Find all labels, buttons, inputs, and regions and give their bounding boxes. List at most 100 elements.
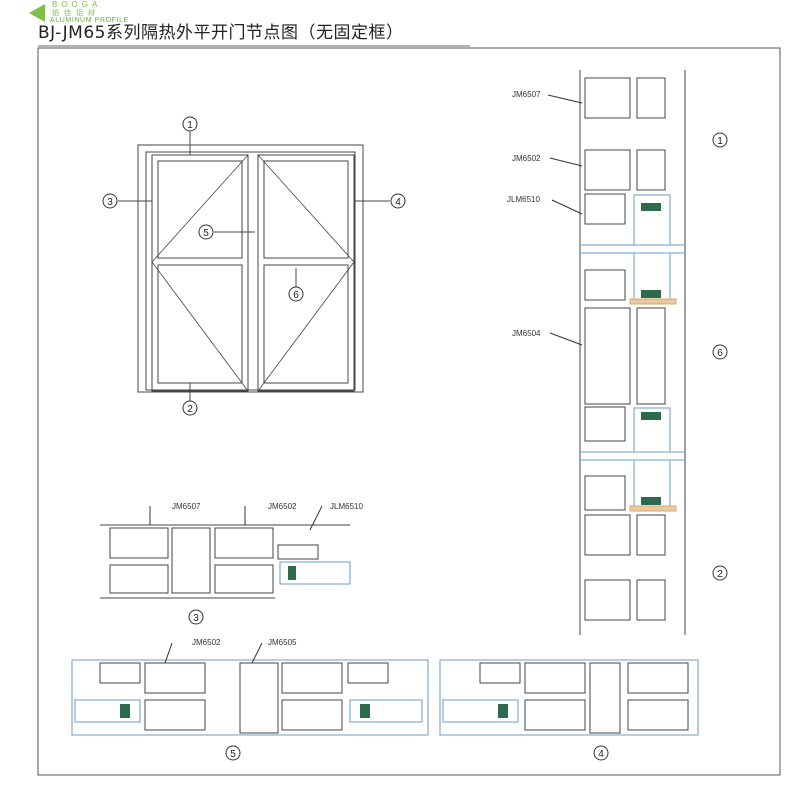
drawing-line [442, 699, 519, 723]
drawing-line [633, 459, 671, 509]
drawing-label: 4 [395, 197, 401, 208]
drawing-line [263, 264, 349, 384]
drawing-line [549, 332, 583, 346]
drawing-label: JM6502 [268, 502, 297, 511]
callout-circle [288, 286, 304, 302]
drawing-line [584, 406, 626, 442]
drawing-line [257, 154, 355, 392]
drawing-line [214, 564, 274, 594]
drawing-line [636, 579, 666, 621]
vertical-section [579, 70, 686, 635]
section-4 [439, 659, 699, 736]
drawing-line [99, 662, 141, 684]
logo-chinese: 铂佳铝材 [52, 9, 100, 17]
drawing-line [584, 307, 631, 405]
drawing-line [627, 662, 689, 694]
drawing-line [549, 157, 583, 167]
drawing-line [636, 514, 666, 556]
drawing-label: 6 [717, 348, 723, 359]
drawing-line [279, 561, 351, 585]
drawing-label: JM6502 [512, 154, 541, 163]
drawing-line [584, 579, 631, 621]
drawing-line [633, 407, 671, 453]
drawing-line [281, 699, 343, 731]
drawing-line [109, 564, 169, 594]
drawing-label: JM6502 [192, 638, 221, 647]
drawing-line [171, 527, 211, 594]
drawing-line [627, 699, 689, 731]
logo-subtitle: ALUMINUM PROFILE [50, 17, 129, 24]
sheet-border [37, 47, 781, 776]
drawing-label: 1 [717, 136, 723, 147]
drawing-line [551, 199, 583, 215]
drawing-line [584, 149, 631, 191]
drawing-line [144, 662, 206, 694]
callout-circle [712, 132, 728, 148]
drawing-line [151, 154, 249, 392]
drawing-line [281, 662, 343, 694]
drawing-line [288, 566, 296, 580]
drawing-line [251, 642, 263, 664]
drawing-line [524, 699, 586, 731]
drawing-line [439, 659, 699, 736]
booga-logo: BOOGA 铂佳铝材 ALUMINUM PROFILE [28, 1, 168, 25]
callout-circle [182, 116, 198, 132]
drawing-label: JM6507 [512, 90, 541, 99]
drawing-label: JLM6510 [507, 195, 540, 204]
callout-circle [593, 745, 609, 761]
section-3 [100, 505, 351, 599]
drawing-line [347, 662, 389, 684]
drawing-line [629, 298, 677, 305]
vertical-glass [629, 194, 677, 512]
drawing-label: 3 [107, 197, 113, 208]
drawing-line [584, 193, 626, 225]
drawing-line [629, 505, 677, 512]
vertical-labels: JM6507 JM6502 JLM6510 JM6504 1 6 2 [507, 90, 728, 581]
elevation-callouts: 1 2 3 4 5 6 [102, 116, 406, 416]
logo-mark-icon [29, 4, 45, 22]
door-elevation [118, 130, 390, 402]
drawing-line [239, 662, 279, 734]
drawing-line [498, 704, 508, 718]
drawing-label: 3 [193, 613, 199, 624]
drawing-line [636, 307, 666, 405]
drawing-line [277, 544, 319, 560]
drawing-line [636, 77, 666, 119]
drawing-line [636, 149, 666, 191]
drawing-line [641, 290, 661, 298]
callout-circle [188, 609, 204, 625]
callout-circle [712, 565, 728, 581]
drawing-line [584, 475, 626, 511]
logo-brand: BOOGA [52, 0, 102, 9]
drawing-label: 2 [717, 569, 723, 580]
drawing-label: 2 [187, 404, 193, 415]
drawing-line [584, 514, 631, 556]
drawing-line [547, 94, 583, 104]
drawing-label: 5 [203, 228, 209, 239]
callout-circle [198, 224, 214, 240]
drawing-line [74, 699, 141, 723]
drawing-line [524, 662, 586, 694]
drawing-label: 1 [187, 120, 193, 131]
drawing-line [214, 527, 274, 559]
drawing-line [589, 662, 621, 734]
drawing-line [71, 659, 429, 736]
drawing-line [641, 412, 661, 420]
drawing-line [633, 194, 671, 246]
drawing-line [109, 527, 169, 559]
page-title: BJ-JM65系列隔热外平开门节点图（无固定框） [38, 23, 404, 43]
drawing-label: JM6507 [172, 502, 201, 511]
drawing-line [145, 151, 356, 391]
drawing-line [257, 153, 355, 393]
drawing-line [157, 160, 243, 259]
drawing-line [633, 252, 671, 304]
drawing-label: JLM6510 [330, 502, 363, 511]
drawing-label: JM6504 [512, 329, 541, 338]
drawing-label: 6 [293, 290, 299, 301]
callout-circle [712, 344, 728, 360]
drawing-line [157, 264, 243, 384]
drawing-line [584, 77, 631, 119]
drawing-line [641, 497, 661, 505]
